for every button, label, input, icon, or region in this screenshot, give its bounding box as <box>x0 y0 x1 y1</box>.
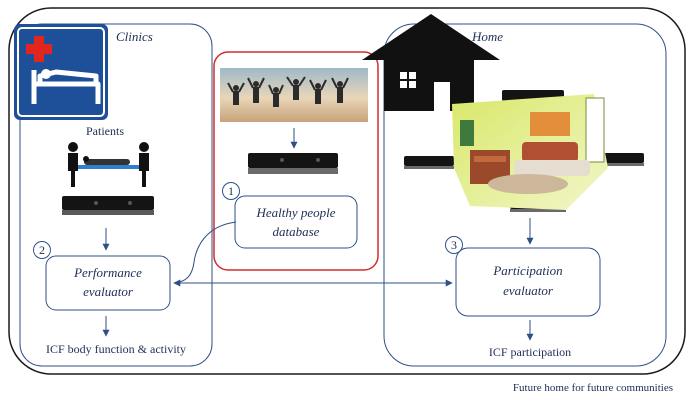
healthy-db-label-line2: database <box>272 224 320 239</box>
box-number-badge: 1 <box>222 182 240 200</box>
living-room-photo <box>452 94 608 210</box>
stretcher-icon <box>68 142 149 187</box>
outer-frame <box>8 7 686 375</box>
kinect-sensor-icon <box>248 153 338 174</box>
healthy-db-label-line1: Healthy people <box>256 205 336 220</box>
home-title: Home <box>472 29 504 44</box>
kinect-sensor-icon <box>62 196 154 215</box>
participation-box <box>455 247 601 317</box>
home-panel <box>383 23 667 367</box>
patients-label: Patients <box>86 124 124 138</box>
hospital-bed-sign-icon <box>14 24 108 120</box>
performance-label-line2: evaluator <box>83 284 133 299</box>
box-number-badge: 3 <box>445 236 463 254</box>
performance-label-line1: Performance <box>74 265 142 280</box>
clinics-title: Clinics <box>116 29 153 44</box>
home-outcome-label: ICF participation <box>488 345 572 359</box>
box-number-badge: 2 <box>33 241 51 259</box>
healthy-panel <box>213 51 379 271</box>
healthy-db-box <box>234 195 358 249</box>
footer-caption: Future home for future communities <box>512 382 673 394</box>
clinics-outcome-label: ICF body function & activity <box>46 342 186 356</box>
participation-label-line1: Participation <box>493 263 563 278</box>
participation-label-line2: evaluator <box>503 283 553 298</box>
people-jumping-photo <box>220 68 368 122</box>
arrow-database-performance <box>173 221 237 284</box>
house-icon <box>362 14 500 111</box>
performance-box <box>45 255 171 311</box>
kinect-sensor-icon <box>404 156 454 169</box>
clinics-panel <box>19 23 213 367</box>
